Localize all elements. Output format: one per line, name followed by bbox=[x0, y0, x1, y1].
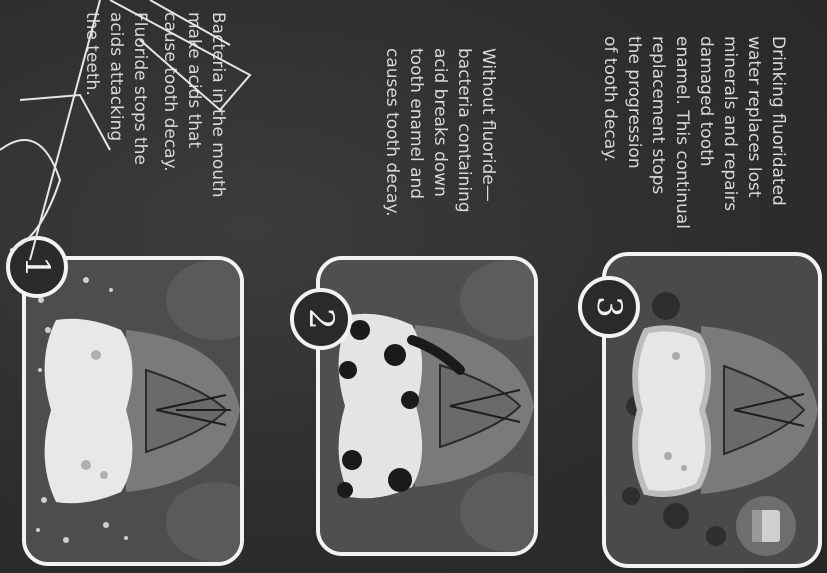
caption-line: of tooth decay. bbox=[598, 36, 622, 229]
caption-line: Bacteria in the mouth bbox=[206, 12, 230, 197]
step-1-caption: Bacteria in the mouth make acids that ca… bbox=[80, 12, 230, 197]
step-number: 1 bbox=[10, 256, 64, 278]
caption-line: Fluoride stops the bbox=[128, 12, 152, 197]
caption-line: acids attacking bbox=[104, 12, 128, 197]
step-2-panel bbox=[316, 256, 538, 556]
caption-line: Drinking fluoridated bbox=[766, 36, 790, 229]
step-2-caption: Without fluoride— bacteria containing ac… bbox=[380, 48, 500, 216]
caption-line: make acids that bbox=[182, 12, 206, 197]
step-number: 2 bbox=[294, 308, 348, 330]
caption-line: Without fluoride— bbox=[476, 48, 500, 216]
step-1-panel bbox=[22, 256, 244, 566]
caption-line: causes tooth decay. bbox=[380, 48, 404, 216]
step-number-badge: 1 bbox=[6, 236, 68, 298]
caption-line: damaged tooth bbox=[694, 36, 718, 229]
caption-line: acid breaks down bbox=[428, 48, 452, 216]
step-3-caption: Drinking fluoridated water replaces lost… bbox=[598, 36, 790, 229]
caption-line: water replaces lost bbox=[742, 36, 766, 229]
caption-line: replacement stops bbox=[646, 36, 670, 229]
caption-line: the teeth. bbox=[80, 12, 104, 197]
caption-line: the progression bbox=[622, 36, 646, 229]
caption-line: cause tooth decay. bbox=[158, 12, 182, 197]
step-number-badge: 2 bbox=[290, 288, 352, 350]
tooth-decay-illustration bbox=[320, 260, 534, 552]
caption-line: bacteria containing bbox=[452, 48, 476, 216]
caption-line: minerals and repairs bbox=[718, 36, 742, 229]
annotation-stroke bbox=[0, 140, 60, 250]
caption-line: enamel. This continual bbox=[670, 36, 694, 229]
water-glass-icon bbox=[736, 496, 796, 556]
caption-line: tooth enamel and bbox=[404, 48, 428, 216]
step-number: 3 bbox=[582, 296, 636, 318]
step-number-badge: 3 bbox=[578, 276, 640, 338]
tooth-healthy-illustration bbox=[26, 260, 240, 562]
